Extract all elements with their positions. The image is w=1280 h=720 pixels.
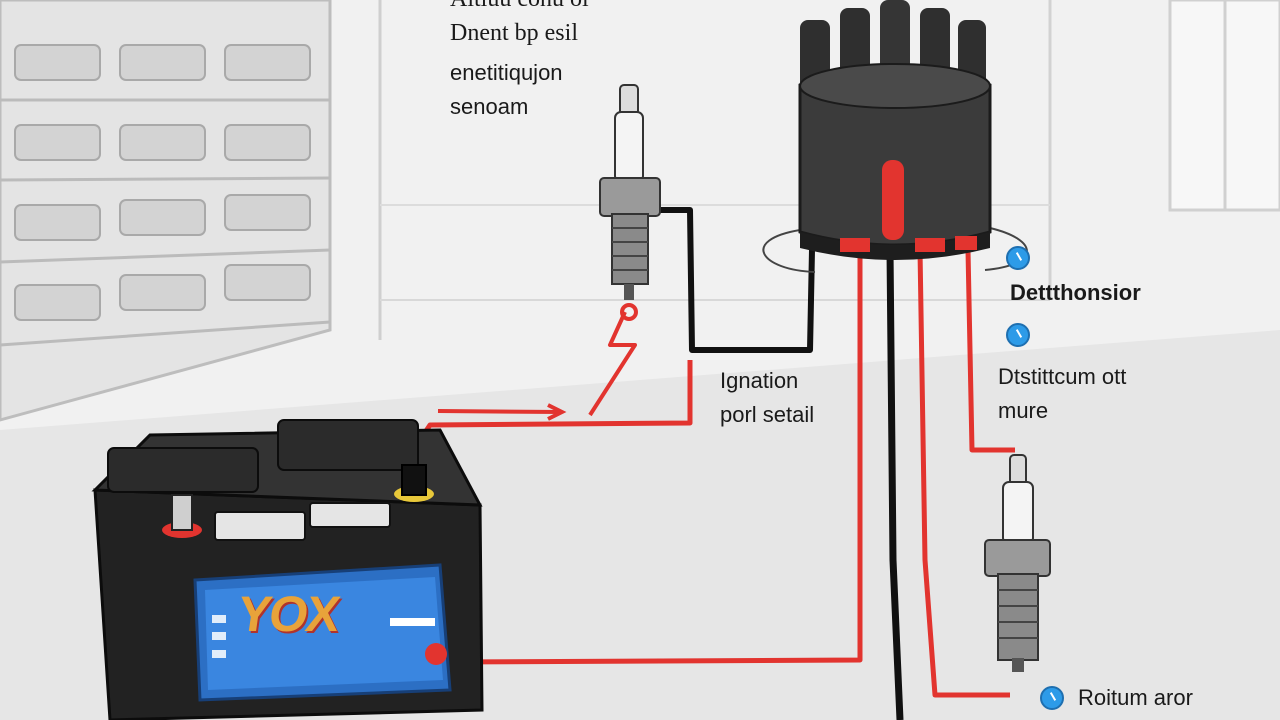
label-title-line1: Dnent bp esil <box>450 20 578 46</box>
spark-bolt-icon <box>588 303 638 417</box>
label-top-partial: Aitiuu conu oi <box>450 0 589 14</box>
label-title-line3: senoam <box>450 94 529 119</box>
label-ignition-line1: Ignation <box>720 368 799 393</box>
garage-door <box>0 0 332 422</box>
label-distributor: Dettthonsior <box>1010 280 1141 305</box>
battery-brand-logo: YOX <box>234 586 342 642</box>
spark-plug-top <box>599 84 661 300</box>
label-distrib-wire-line2: mure <box>998 398 1049 423</box>
label-title-line2: enetitiqujon <box>450 60 563 85</box>
black-wire-ground <box>886 249 904 720</box>
marker-icon-distrib-wire <box>1006 323 1030 347</box>
marker-icon-distributor <box>1006 246 1030 270</box>
label-ignition-line2: porl setail <box>720 402 815 427</box>
car-battery <box>91 419 484 720</box>
distributor-cap <box>798 0 992 260</box>
spark-plug-right <box>984 454 1051 672</box>
label-rotor: Roitum aror <box>1078 685 1193 710</box>
label-distrib-wire-line1: Dtstittcum ott <box>998 364 1127 389</box>
black-wire-coil <box>655 207 815 353</box>
marker-icon-rotor <box>1040 686 1064 710</box>
red-arrow <box>437 403 567 421</box>
